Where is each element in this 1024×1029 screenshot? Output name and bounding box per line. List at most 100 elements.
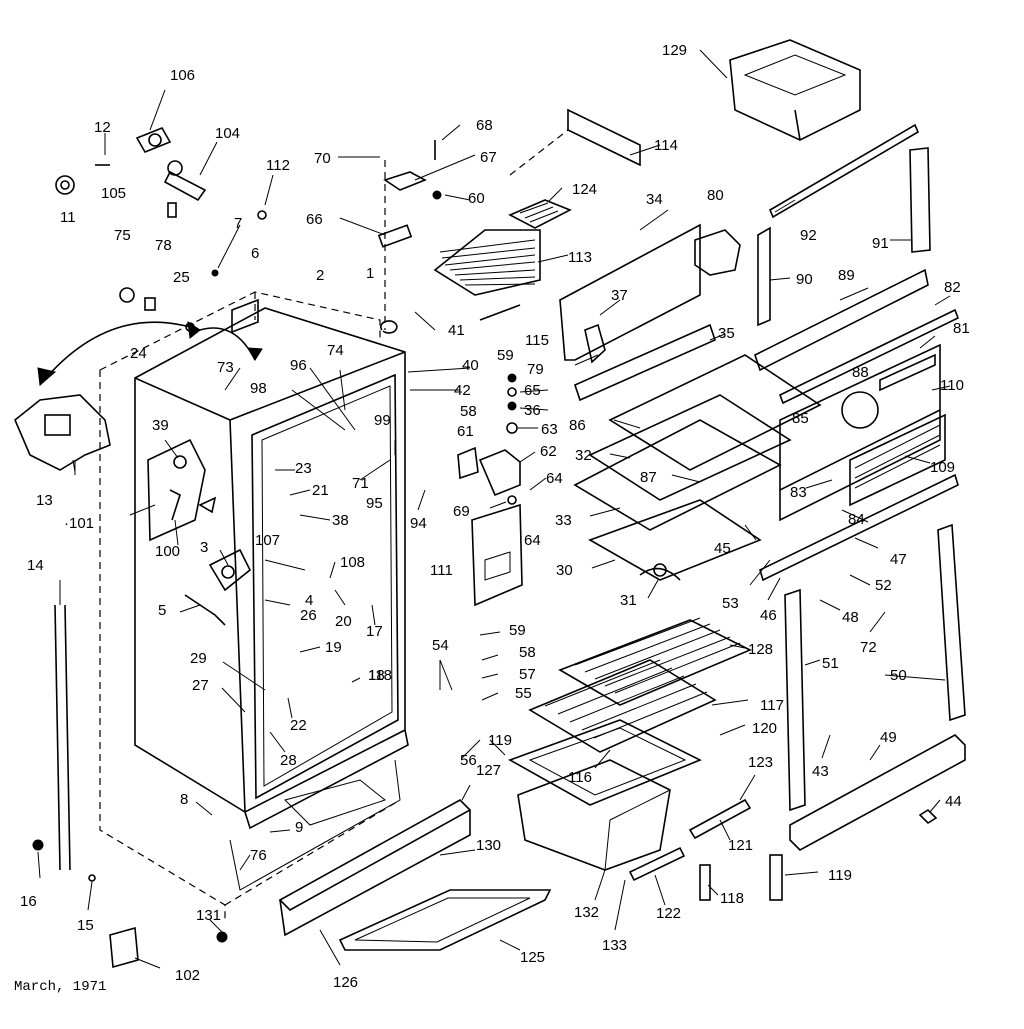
part-callout-61: 61 — [457, 423, 474, 440]
part-callout-25: 25 — [173, 269, 190, 286]
freezer-plate-114 — [509, 108, 641, 176]
part-callout-43: 43 — [812, 763, 829, 780]
freezer-liner-34 — [559, 223, 701, 364]
part-122-strip — [628, 846, 686, 882]
part-callout-63: 63 — [541, 421, 558, 438]
part-callout-69: 69 — [453, 503, 470, 520]
part-129-drawer — [729, 39, 861, 141]
part-callout-1: 1 — [366, 265, 374, 282]
strip-51 — [784, 588, 806, 812]
part-callout-120: 120 — [752, 720, 777, 737]
wire-shelf-128 — [558, 617, 752, 706]
part-callout-96: 96 — [290, 357, 307, 374]
part-75-78-bushings — [119, 287, 156, 311]
part-callout-106: 106 — [170, 67, 195, 84]
hinge-assembly — [377, 140, 442, 330]
part-callout-59a: 59 — [497, 347, 514, 364]
part-callout-7: 7 — [234, 215, 242, 232]
part-callout-5: 5 — [158, 602, 166, 619]
part-106-clip — [135, 126, 172, 154]
part-callout-117: 117 — [760, 697, 784, 714]
part-callout-95: 95 — [366, 495, 383, 512]
strip-50 — [937, 523, 966, 722]
part-callout-20: 20 — [335, 613, 352, 630]
part-callout-109: 109 — [930, 459, 955, 476]
freezer-shelf-assembly — [573, 323, 822, 581]
part-callout-72: 72 — [860, 639, 877, 656]
part-7-screw — [211, 269, 219, 277]
part-callout-22: 22 — [290, 717, 307, 734]
part-callout-16: 16 — [20, 893, 37, 910]
part-callout-119a: 119 — [488, 732, 512, 749]
part-102-bracket — [109, 926, 139, 969]
part-callout-53: 53 — [722, 595, 739, 612]
part-callout-13: 13 — [36, 492, 53, 509]
part-callout-89: 89 — [838, 267, 855, 284]
part-80-latch — [694, 229, 741, 276]
tray-125 — [338, 889, 552, 951]
part-callout-130: 130 — [476, 837, 501, 854]
part-callout-81: 81 — [953, 320, 970, 337]
part-callout-12: 12 — [94, 119, 111, 136]
control-panel-81 — [779, 343, 946, 522]
part-callout-127: 127 — [476, 762, 501, 779]
part-callout-35: 35 — [718, 325, 735, 342]
part-callout-48: 48 — [842, 609, 859, 626]
part-callout-64b: 64 — [524, 532, 541, 549]
part-callout-76: 76 — [250, 847, 267, 864]
part-callout-98: 98 — [250, 380, 267, 397]
part-callout-42: 42 — [454, 382, 471, 399]
part-callout-49: 49 — [880, 729, 897, 746]
part-118-strip — [699, 864, 711, 901]
part-callout-56: 56 — [460, 752, 477, 769]
part-callout-26: 26 — [300, 607, 317, 624]
part-callout-84: 84 — [848, 511, 865, 528]
part-112-nut — [257, 210, 267, 220]
part-callout-62: 62 — [540, 443, 557, 460]
part-callout-9: 9 — [295, 819, 303, 836]
part-callout-66: 66 — [306, 211, 323, 228]
part-callout-131: 131 — [196, 907, 221, 924]
date-caption: March, 1971 — [14, 979, 106, 995]
part-callout-36: 36 — [524, 402, 541, 419]
crisper-132 — [517, 759, 671, 871]
part-callout-79: 79 — [527, 361, 544, 378]
part-callout-19: 19 — [325, 639, 342, 656]
side-panel-39 — [147, 438, 217, 542]
part-callout-64a: 64 — [546, 470, 563, 487]
refrigerator-cabinet — [99, 291, 409, 920]
part-104-handle — [163, 160, 207, 202]
ice-tray-124 — [508, 199, 572, 229]
part-callout-87: 87 — [640, 469, 657, 486]
part-callout-14: 14 — [27, 557, 44, 574]
part-callout-23: 23 — [295, 460, 312, 477]
part-callout-39: 39 — [152, 417, 169, 434]
part-44-cap — [918, 808, 938, 825]
part-callout-54: 54 — [432, 637, 449, 654]
part-callout-3: 3 — [200, 539, 208, 556]
part-callout-99: 99 — [374, 412, 391, 429]
part-callout-60: 60 — [468, 190, 485, 207]
part-callout-121: 121 — [728, 837, 753, 854]
part-callout-51: 51 — [822, 655, 839, 672]
part-callout-58b: 58 — [519, 644, 536, 661]
part-11-knob — [55, 175, 75, 195]
part-callout-30: 30 — [556, 562, 573, 579]
part-callout-11: 11 — [60, 209, 76, 226]
part-callout-58a: 58 — [460, 403, 477, 420]
part-callout-129: 129 — [662, 42, 687, 59]
part-callout-113: 113 — [568, 249, 592, 266]
part-callout-57: 57 — [519, 666, 536, 683]
part-callout-114: 114 — [654, 137, 678, 154]
part-callout-47: 47 — [890, 551, 907, 568]
part-callout-27: 27 — [192, 677, 209, 694]
part-callout-2: 2 — [316, 267, 324, 284]
part-callout-29: 29 — [190, 650, 207, 667]
part-callout-125: 125 — [520, 949, 545, 966]
leader-lines — [37, 49, 951, 969]
part-callout-110: 110 — [940, 377, 964, 394]
part-callout-123: 123 — [748, 754, 773, 771]
freezer-evaporator-113 — [433, 229, 541, 321]
part-callout-118a: 118 — [368, 667, 392, 684]
part-121-strip — [688, 798, 752, 840]
